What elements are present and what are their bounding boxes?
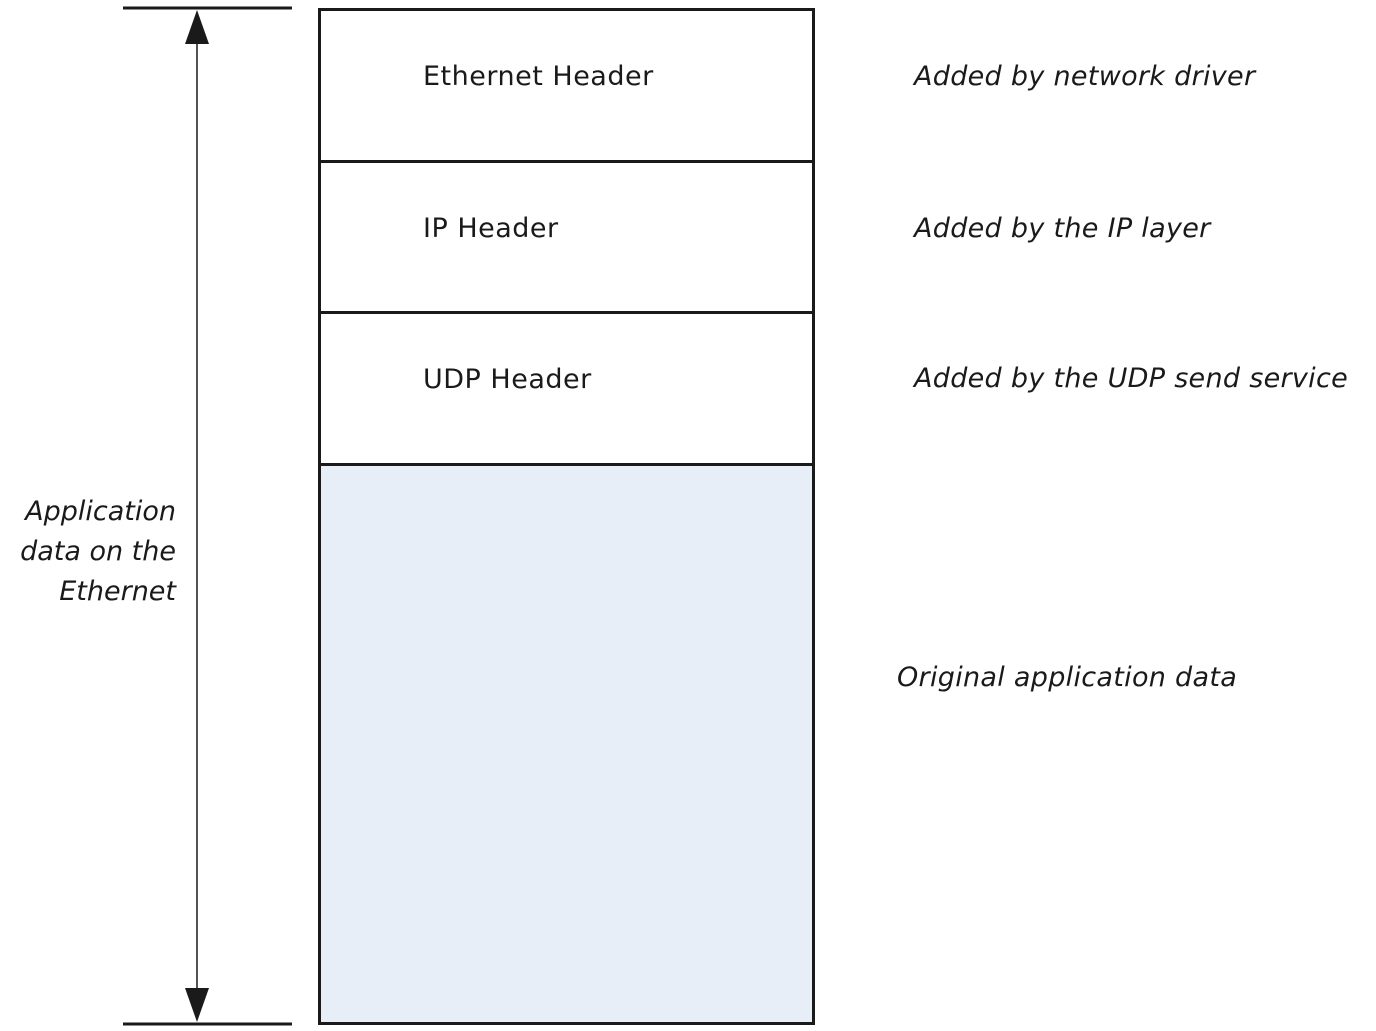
ethernet-header-block: Ethernet Header xyxy=(321,11,812,163)
application-data-label-line: Application xyxy=(25,496,176,527)
application-data-note: Original application data xyxy=(897,662,1238,693)
ethernet-header-label: Ethernet Header xyxy=(423,61,654,92)
application-data-label: Application data on the Ethernet xyxy=(20,492,176,612)
ip-header-label: IP Header xyxy=(423,213,559,244)
extent-arrow-head-up xyxy=(185,10,209,44)
extent-arrow xyxy=(123,6,292,1026)
extent-arrow-head-down xyxy=(185,988,209,1022)
ip-header-block: IP Header xyxy=(321,163,812,314)
udp-header-note: Added by the UDP send service xyxy=(914,363,1349,394)
udp-header-label: UDP Header xyxy=(423,364,592,395)
application-data-label-line: data on the xyxy=(20,536,176,567)
ip-header-note: Added by the IP layer xyxy=(914,213,1211,244)
udp-header-block: UDP Header xyxy=(321,314,812,466)
ethernet-header-note: Added by network driver xyxy=(914,61,1256,92)
application-data-label-line: Ethernet xyxy=(59,576,176,607)
application-data-block xyxy=(321,466,812,1022)
packet-stack: Ethernet Header IP Header UDP Header xyxy=(318,8,815,1025)
